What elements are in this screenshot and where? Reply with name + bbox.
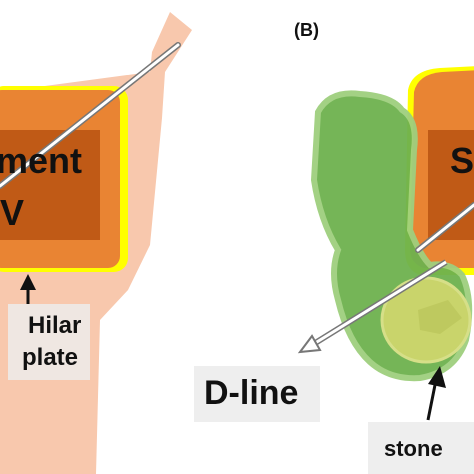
panel-a (0, 12, 192, 474)
hilar-plate-label-line1: Hilar (28, 312, 82, 339)
hilar-plate-label-line2: plate (22, 344, 79, 371)
segment-roman-label: V (0, 192, 25, 233)
stone-label: stone (384, 436, 443, 461)
panel-b (297, 66, 474, 421)
hilar-plate-label-box (8, 304, 90, 380)
stone-arrow-shaft (426, 379, 438, 421)
d-line-shaft-highlight (311, 260, 447, 347)
d-line-label-box (194, 366, 320, 422)
d-line-label: D-line (204, 374, 299, 412)
needle-b-highlight (416, 203, 474, 252)
segment-s-label: S (450, 140, 474, 181)
hilar-plate-arrowhead (20, 274, 36, 290)
needle-highlight (0, 43, 180, 188)
stone-inner (418, 300, 462, 334)
stone-label-box (368, 422, 474, 474)
panel-b-label: (B) (294, 20, 319, 40)
stone-arrowhead (428, 366, 446, 388)
segment-label-text: ment (0, 140, 83, 181)
d-line-arrowhead (297, 334, 322, 354)
